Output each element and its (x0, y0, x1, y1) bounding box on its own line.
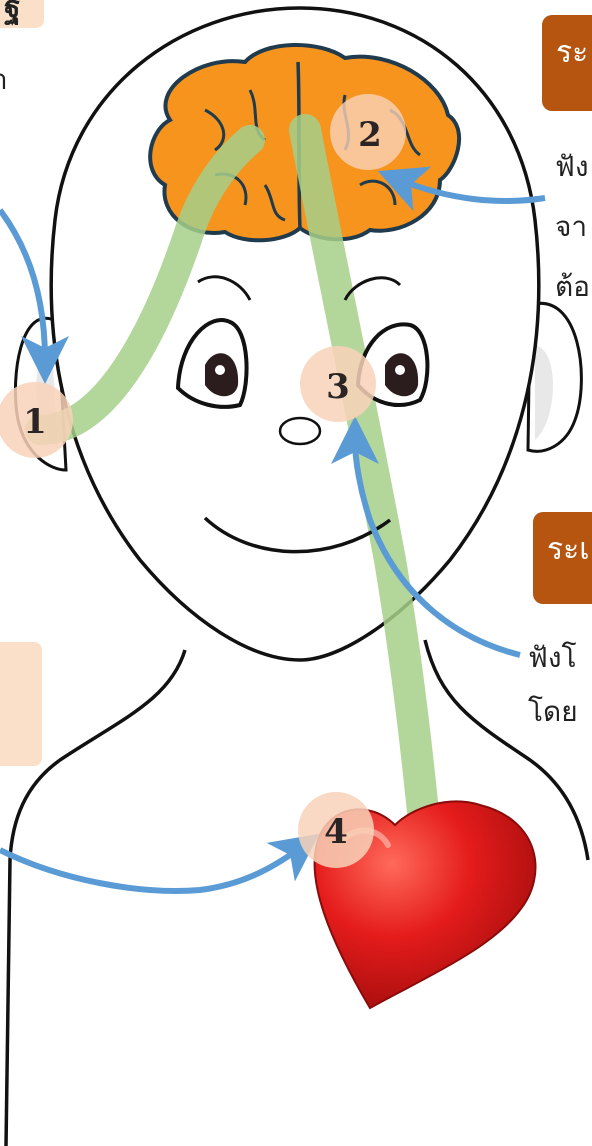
right-tag-1: ระ (542, 15, 592, 111)
marker-1: 1 (0, 382, 73, 458)
right-tag-2: ระเ (533, 512, 592, 604)
marker-3: 3 (300, 346, 376, 422)
right-text-2-line2: โดย (528, 690, 578, 734)
arrow-to-heart (0, 848, 300, 891)
right-text-1-line1: ฟัง (555, 145, 589, 189)
svg-text:1: 1 (23, 402, 47, 442)
top-left-text: า (0, 58, 8, 102)
nose (280, 418, 320, 444)
right-text-1-line2: จา (555, 205, 587, 249)
marker-4: 4 (298, 792, 374, 868)
right-text-1-line3: ต้อ (555, 265, 590, 309)
svg-text:2: 2 (358, 115, 382, 155)
right-text-2-line1: ฟังโ (528, 636, 577, 680)
top-left-tag: ฐ (0, 0, 44, 28)
marker-2: 2 (330, 94, 406, 170)
svg-text:3: 3 (326, 367, 350, 407)
left-info-box (0, 642, 42, 766)
svg-text:4: 4 (324, 812, 348, 852)
